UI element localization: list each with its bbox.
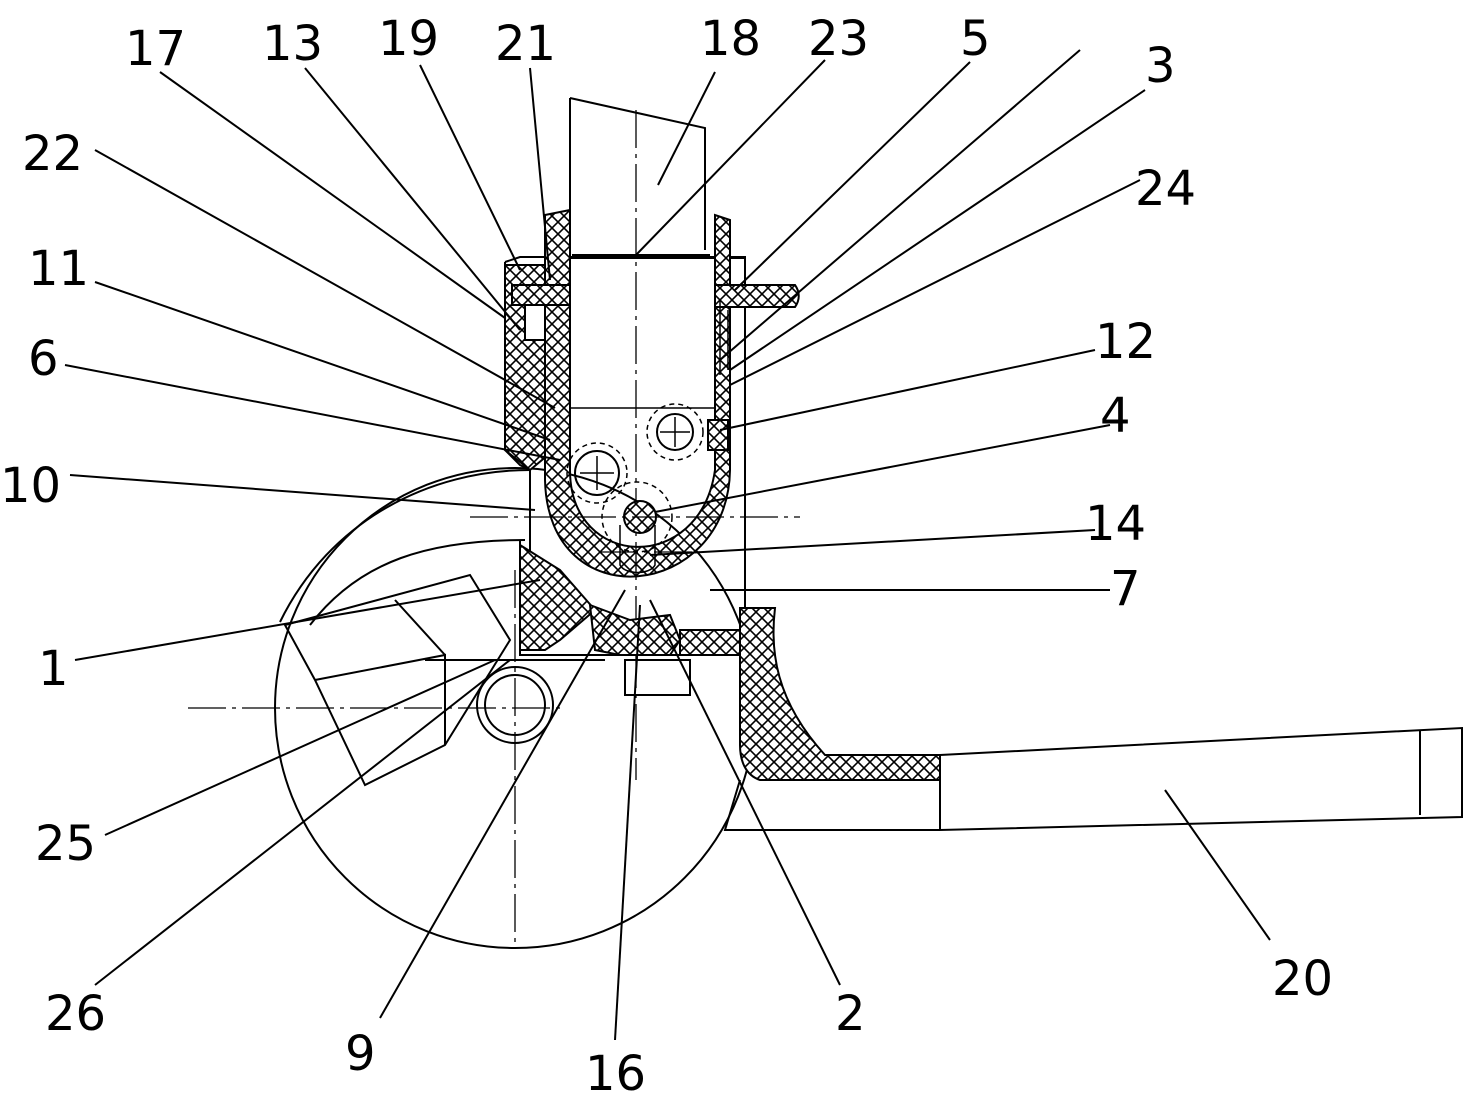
label-19: 19 xyxy=(378,11,439,67)
label-9: 9 xyxy=(345,1026,376,1082)
label-20: 20 xyxy=(1272,951,1333,1007)
label-1: 1 xyxy=(38,641,69,697)
nut-block xyxy=(285,575,510,785)
label-6: 6 xyxy=(28,331,59,387)
label-26: 26 xyxy=(45,986,106,1042)
lower-frame xyxy=(425,540,940,830)
label-24: 24 xyxy=(1135,161,1196,217)
label-21: 21 xyxy=(495,16,556,72)
label-25: 25 xyxy=(35,816,96,872)
label-17: 17 xyxy=(125,21,186,77)
label-22: 22 xyxy=(22,126,83,182)
handle-grip xyxy=(940,728,1462,830)
label-12: 12 xyxy=(1095,314,1156,370)
label-23: 23 xyxy=(808,11,869,67)
label-13: 13 xyxy=(262,16,323,72)
label-7: 7 xyxy=(1110,561,1141,617)
label-2: 2 xyxy=(835,986,866,1042)
label-10: 10 xyxy=(0,458,61,514)
label-16: 16 xyxy=(585,1046,646,1102)
label-18: 18 xyxy=(700,11,761,67)
label-4: 4 xyxy=(1100,388,1131,444)
label-14: 14 xyxy=(1085,496,1146,552)
label-5: 5 xyxy=(960,11,991,67)
label-11: 11 xyxy=(28,241,89,297)
label-3: 3 xyxy=(1145,38,1176,94)
